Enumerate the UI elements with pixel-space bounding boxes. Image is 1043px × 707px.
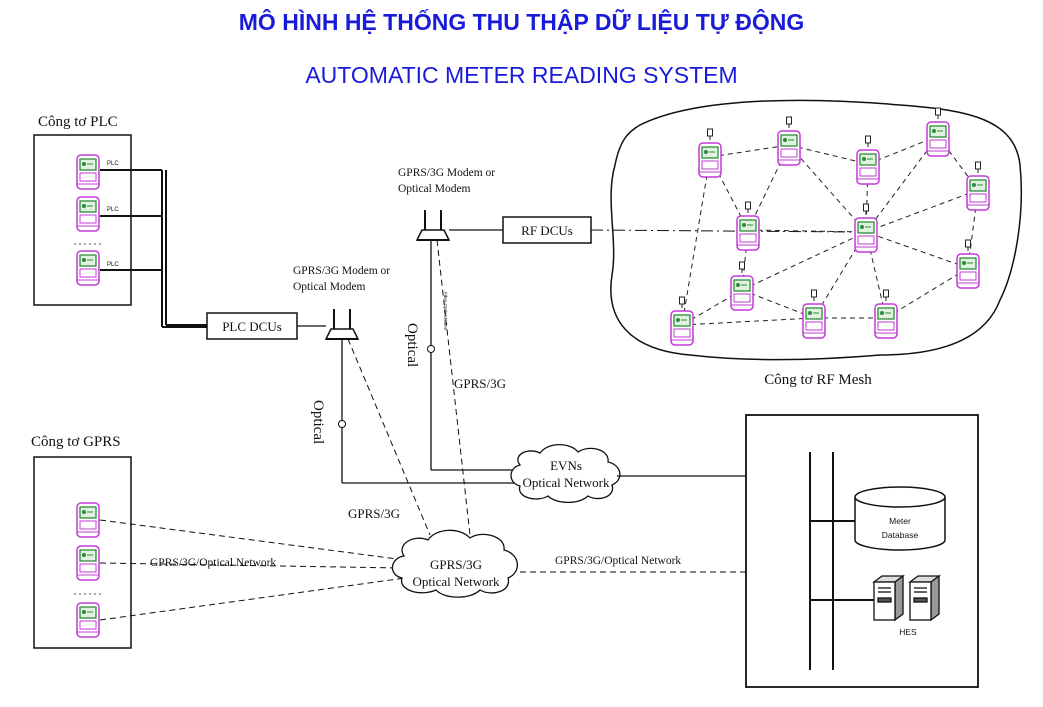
rf-mesh-cloud [610, 99, 1023, 361]
modem-left-icon [325, 308, 359, 340]
gprs-cloud-label-1: GPRS/3G [430, 557, 482, 572]
server-bus [809, 452, 874, 670]
gprs-cloud-label-2: Optical Network [412, 574, 500, 589]
plc-tag-1: PLC [107, 161, 119, 167]
rf-meter-1 [698, 142, 722, 178]
rf-meter-4 [926, 121, 950, 157]
optical-label-top: Optical [404, 323, 420, 367]
modem-top-icon [416, 209, 450, 241]
page-subtitle: AUTOMATIC METER READING SYSTEM [305, 62, 738, 88]
rf-dcu-label: RF DCUs [521, 223, 573, 238]
hes-server-icon [872, 574, 941, 622]
gprs-group-label: Công tơ GPRS [31, 434, 121, 450]
optical-label-left: Optical [310, 400, 326, 444]
gprs-meter-3 [76, 602, 100, 638]
rf-mesh-links [681, 135, 979, 326]
plc-meter-3 [76, 250, 100, 286]
evn-label-2: Optical Network [522, 475, 610, 490]
gprs-meter-links [99, 519, 406, 621]
rf-mesh-label: Công tơ RF Mesh [764, 372, 872, 388]
rf-meter-12 [874, 303, 898, 339]
gprs-label-left: GPRS/3G [348, 506, 400, 521]
meter-db-label-2: Database [882, 530, 919, 540]
rf-meter-2 [777, 130, 801, 166]
server-box [745, 414, 979, 688]
plc-tag-3: PLC [107, 262, 119, 268]
gprs-link-left [347, 338, 431, 536]
rf-meter-11 [802, 303, 826, 339]
page-title: MÔ HÌNH HỆ THỐNG THU THẬP DỮ LIỆU TỰ ĐỘN… [238, 9, 805, 35]
rf-dcu-box [502, 216, 592, 244]
optical-node-left [338, 420, 346, 428]
plc-meter-1 [76, 154, 100, 190]
meter-db-label-1: Meter [889, 516, 911, 526]
gprs-cloud [391, 529, 518, 598]
plc-dcu-box [206, 312, 298, 340]
gprs-optical-label-left: GPRS/3G/Optical Network [150, 557, 276, 569]
gprs-meter-box [33, 456, 132, 649]
plc-wiring [100, 169, 207, 328]
optical-node-top [427, 345, 435, 353]
plc-group-label: Công tơ PLC [38, 114, 118, 130]
tiny-modem-label: Fiber Optic Modem [443, 292, 448, 331]
modem-left-label-2: Optical Modem [293, 281, 366, 293]
rf-meter-8 [956, 253, 980, 289]
gprs-label-top: GPRS/3G [454, 376, 506, 391]
rf-dcu-to-mesh [590, 229, 859, 233]
plc-dcu-label: PLC DCUs [222, 319, 282, 334]
hes-label: HES [899, 627, 917, 637]
evn-cloud [510, 443, 621, 504]
gprs-meter-1 [76, 502, 100, 538]
rf-meter-10 [670, 310, 694, 346]
optical-link-left [341, 339, 517, 484]
rf-meter-9 [730, 275, 754, 311]
rf-meter-6 [736, 215, 760, 251]
plc-tag-2: PLC [107, 207, 119, 213]
evn-label-1: EVNs [550, 458, 582, 473]
optical-link-top [430, 240, 520, 471]
rf-meter-7 [854, 217, 878, 253]
modem-top-label-2: Optical Modem [398, 183, 471, 195]
rf-meter-5 [966, 175, 990, 211]
modem-left-label-1: GPRS/3G Modem or [293, 265, 390, 277]
modem-top-label-1: GPRS/3G Modem or [398, 167, 495, 179]
gprs-optical-label-right: GPRS/3G/Optical Network [555, 555, 681, 567]
rf-meter-3 [856, 149, 880, 185]
plc-meter-2 [76, 196, 100, 232]
plc-meter-box [33, 134, 132, 306]
gprs-meter-2 [76, 545, 100, 581]
rf-mesh-meters [670, 107, 990, 346]
meter-database-icon [854, 486, 946, 551]
